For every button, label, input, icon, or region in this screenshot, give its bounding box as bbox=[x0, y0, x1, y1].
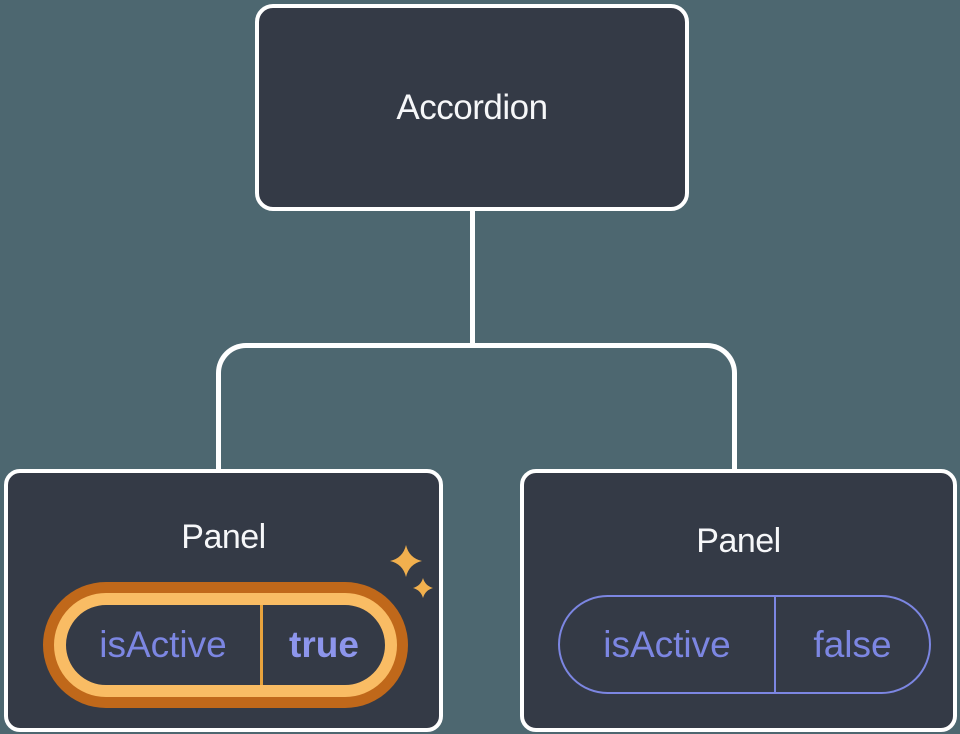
panel-node-active: Panel isActive true bbox=[4, 469, 443, 732]
panel-node-label: Panel bbox=[696, 522, 781, 560]
accordion-component-node: Accordion bbox=[255, 4, 689, 211]
state-value: false bbox=[813, 623, 892, 665]
panel-node-inactive: Panel isActive false bbox=[520, 469, 957, 732]
accordion-node-label: Accordion bbox=[396, 87, 548, 127]
state-pill-active: isActive true bbox=[54, 593, 397, 697]
state-value: true bbox=[289, 624, 359, 665]
sparkles-icon bbox=[390, 545, 433, 598]
state-pill-divider bbox=[774, 597, 776, 692]
state-pill-inactive: isActive false bbox=[558, 595, 931, 694]
state-pill-divider bbox=[260, 605, 263, 685]
state-name: isActive bbox=[603, 623, 731, 665]
state-name: isActive bbox=[99, 624, 227, 665]
tree-connector-branches bbox=[216, 343, 737, 470]
panel-node-label: Panel bbox=[181, 518, 266, 556]
sparkle-small-icon bbox=[413, 578, 433, 598]
sparkle-large-icon bbox=[390, 545, 422, 577]
tree-connector-stem bbox=[470, 209, 475, 348]
